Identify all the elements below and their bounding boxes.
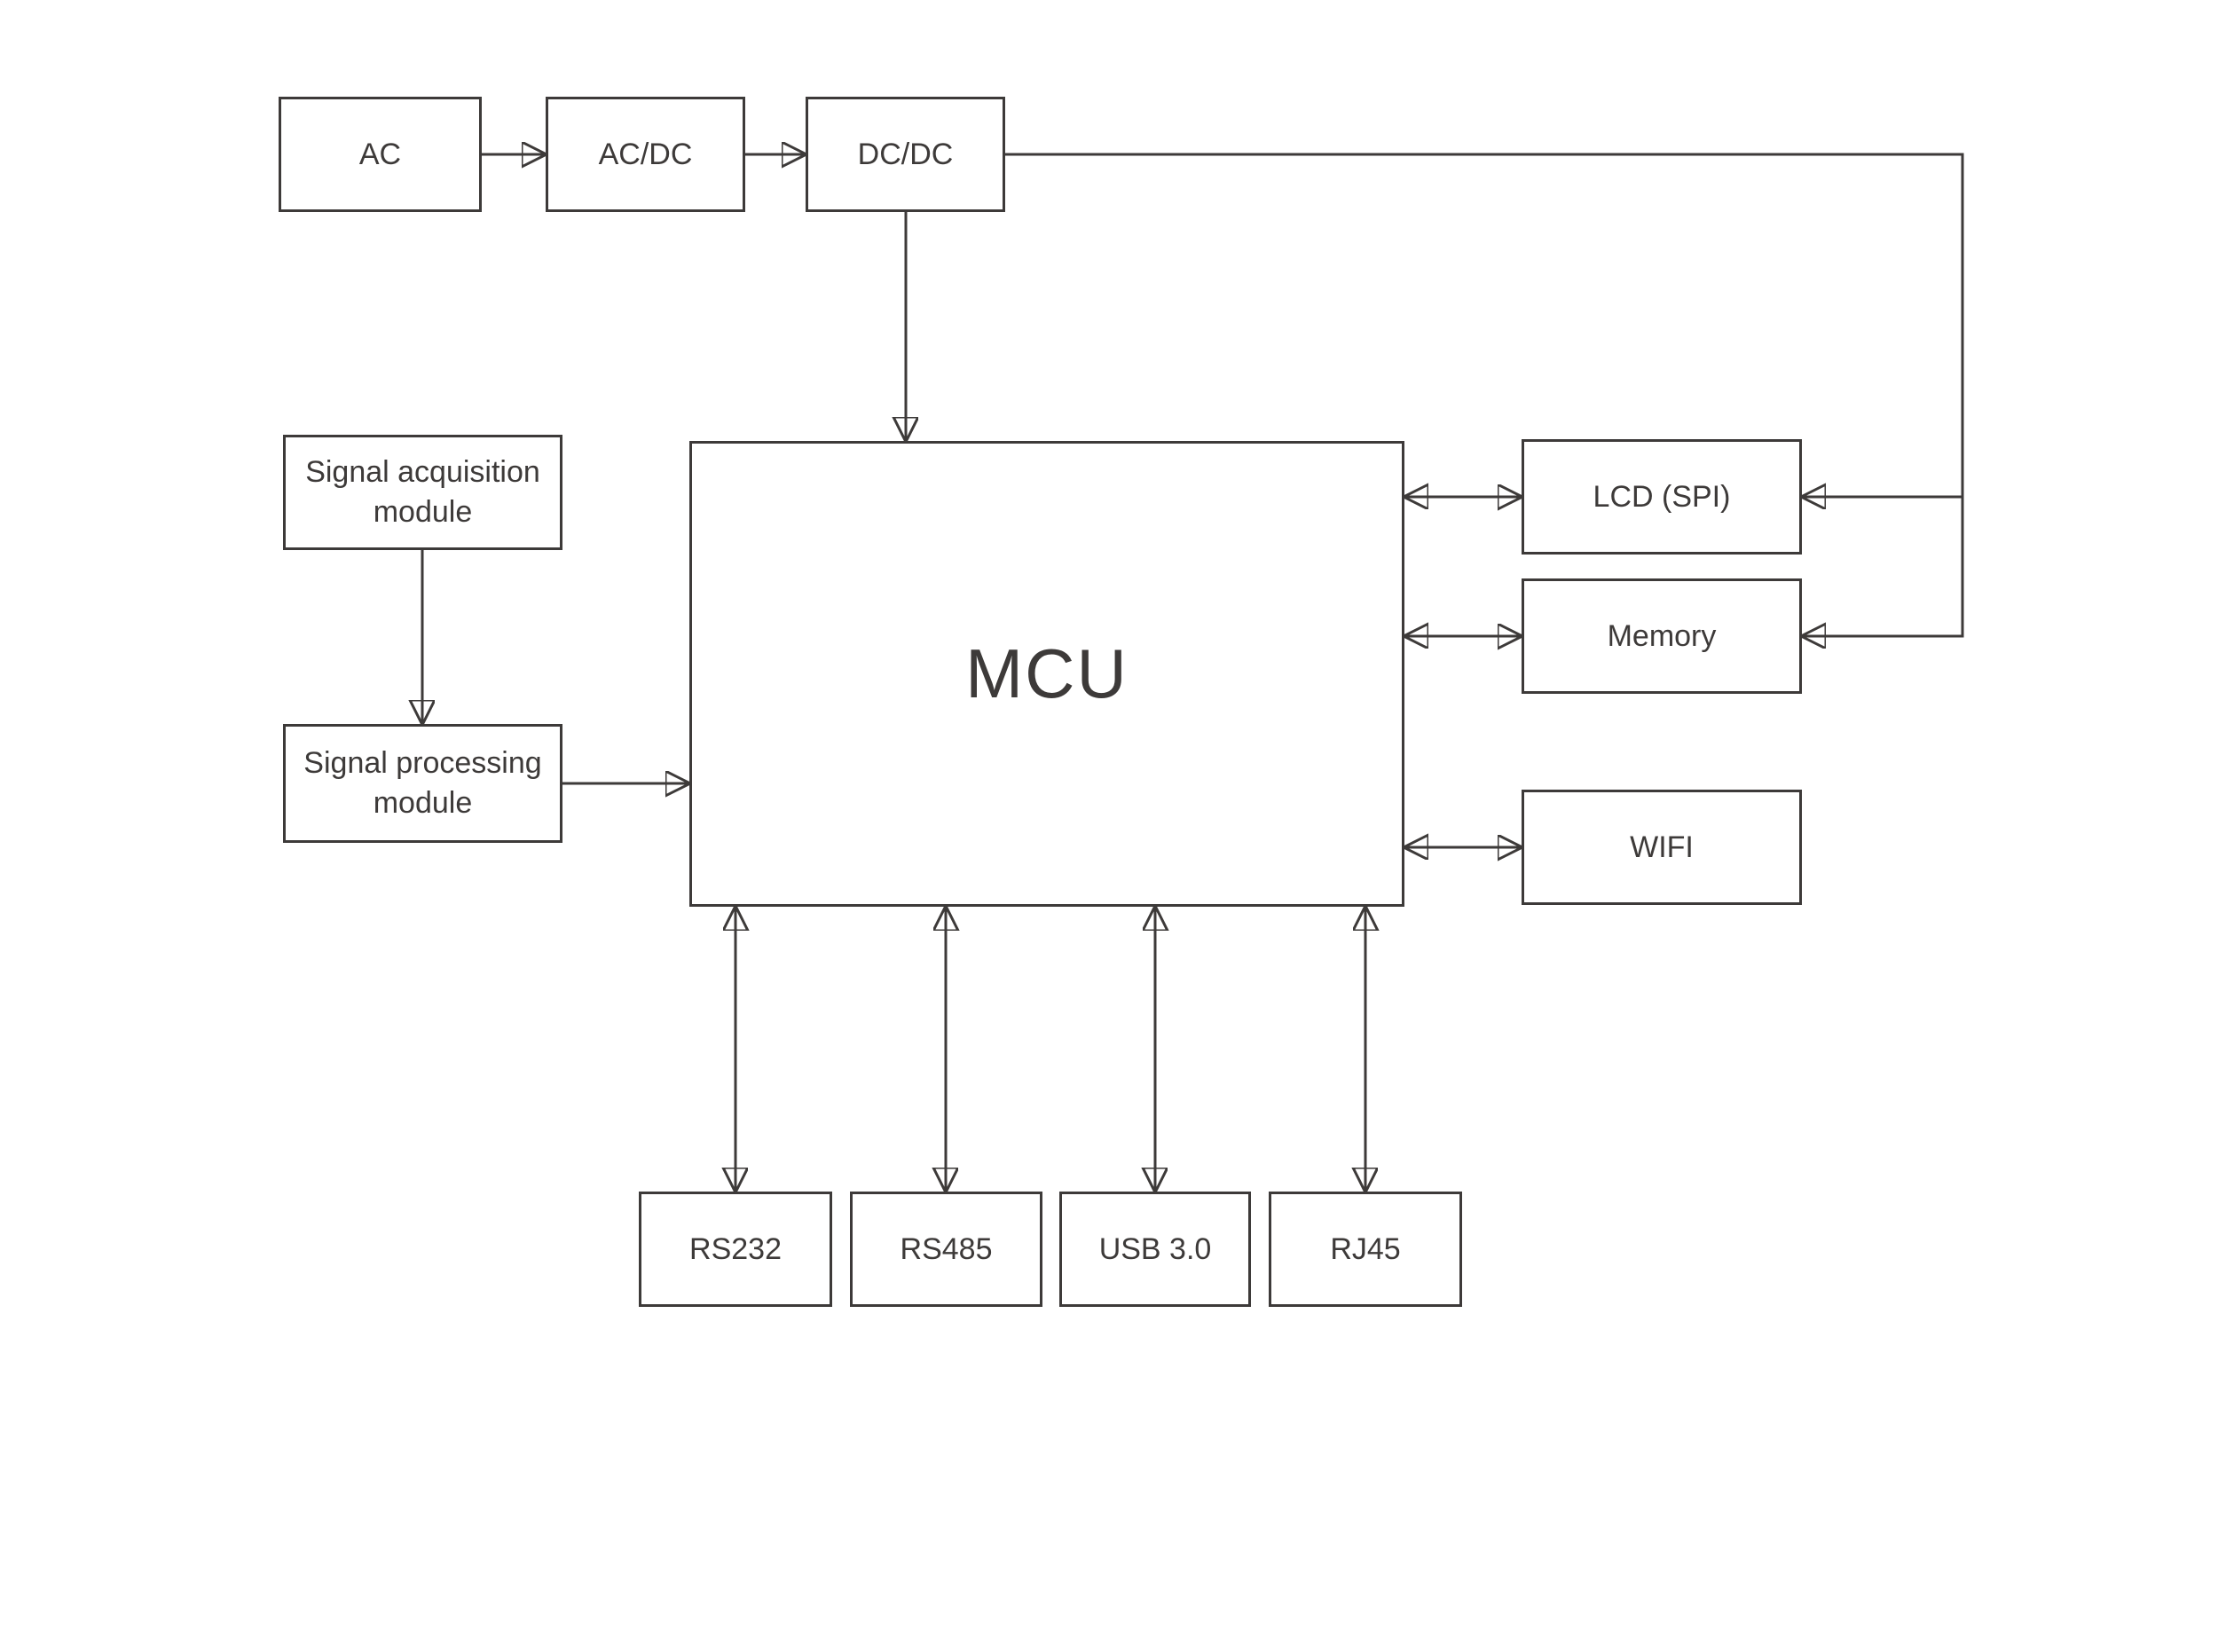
node-rs232-label: RS232	[689, 1231, 782, 1266]
node-rj45: RJ45	[1269, 1192, 1462, 1307]
node-usb-3-0-label: USB 3.0	[1098, 1231, 1212, 1266]
node-signal-processing-label: Signal processing module	[303, 746, 542, 820]
node-memory-label: Memory	[1607, 618, 1717, 653]
node-lcd-spi: LCD (SPI)	[1522, 439, 1802, 555]
node-mcu: MCU	[689, 441, 1404, 907]
node-usb-3-0: USB 3.0	[1059, 1192, 1251, 1307]
node-memory: Memory	[1522, 578, 1802, 694]
node-rj45-label: RJ45	[1330, 1231, 1401, 1266]
node-rs232: RS232	[639, 1192, 832, 1307]
node-dcdc: DC/DC	[806, 97, 1005, 212]
node-signal-acquisition-label: Signal acquisition module	[305, 455, 540, 529]
node-mcu-label: MCU	[965, 634, 1129, 713]
node-rs485: RS485	[850, 1192, 1042, 1307]
node-signal-processing-module: Signal processing module	[283, 724, 562, 843]
node-ac: AC	[279, 97, 482, 212]
node-rs485-label: RS485	[900, 1231, 993, 1266]
node-ac-label: AC	[358, 137, 402, 171]
node-wifi-label: WIFI	[1630, 830, 1694, 864]
node-acdc-label: AC/DC	[598, 137, 693, 171]
node-wifi: WIFI	[1522, 790, 1802, 905]
node-acdc: AC/DC	[546, 97, 745, 212]
edge-dcdc-to-memory	[1005, 153, 1964, 636]
node-signal-acquisition-module: Signal acquisition module	[283, 435, 562, 550]
node-dcdc-label: DC/DC	[857, 137, 954, 171]
node-lcd-spi-label: LCD (SPI)	[1593, 479, 1731, 514]
